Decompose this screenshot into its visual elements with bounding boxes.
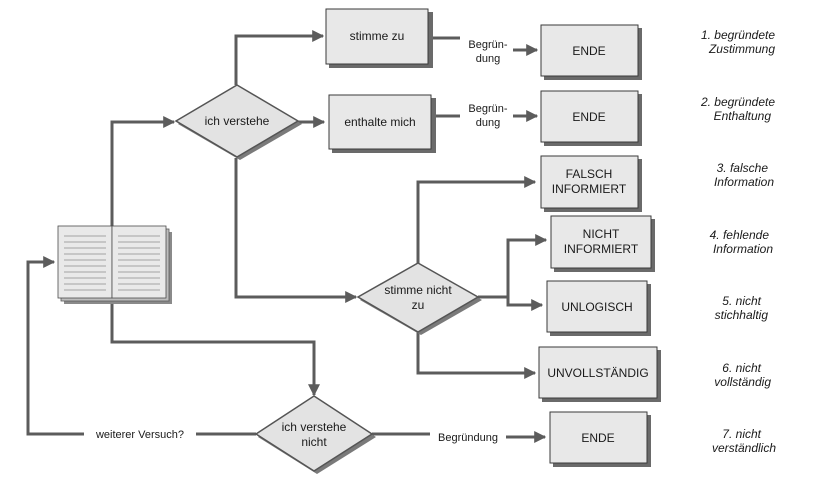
outcome-falsch-label-1: FALSCH [566,167,613,181]
outcome-ende-1: ENDE [540,24,642,80]
connector-to-falsch [416,176,537,263]
connector-to-nicht-informiert [506,234,548,305]
action-enthalte-mich: enthalte mich [328,94,436,153]
outcome-ende-2: ENDE [540,90,642,146]
caption-5-line-2: stichhaltig [715,308,769,322]
caption-6-line-2: vollständig [714,375,771,389]
outcome-ende-2-label: ENDE [572,110,605,124]
outcome-nicht-informiert-label-2: INFORMIERT [564,242,639,256]
outcome-unvollstaendig: UNVOLLSTÄNDIG [538,346,661,402]
outcome-nicht-informiert-label-1: NICHT [583,227,620,241]
caption-2-line-2: Enthaltung [714,109,772,123]
caption-7-line-1: 7. nicht [722,427,761,441]
outcome-unlogisch-label: UNLOGISCH [561,300,632,314]
caption-7-line-2: verständlich [712,441,776,455]
outcome-ende-1-label: ENDE [572,44,605,58]
action-enthalte-mich-label: enthalte mich [344,115,415,129]
outcome-ende-3: ENDE [549,411,651,467]
decision-stimme-nicht-zu: stimme nicht zu [356,262,482,335]
edge-label-begruendung-3: Begründung [438,432,498,444]
caption-6-line-1: 6. nicht [722,361,761,375]
caption-4-line-1: 4. fehlende [710,228,770,242]
connector-to-unvollstaendig [416,332,537,379]
decision-stimme-nicht-zu-label-1: stimme nicht [384,283,452,297]
outcome-falsch-informiert: FALSCH INFORMIERT [540,155,642,212]
decision-ich-verstehe: ich verstehe [174,84,302,160]
outcome-nicht-informiert: NICHT INFORMIERT [550,215,655,272]
edge-label-begruendung-2a: Begrün- [468,103,507,115]
caption-2-line-1: 2. begründete [700,95,775,109]
connector-verstehe-to-stimme-nicht [234,158,358,303]
caption-1-line-2: Zustimmung [708,42,775,56]
decision-ich-verstehe-label: ich verstehe [205,114,270,128]
edge-label-begruendung-1b: dung [476,53,500,65]
caption-3-line-1: 3. falsche [717,161,769,175]
caption-5-line-1: 5. nicht [722,294,761,308]
caption-1-line-1: 1. begründete [701,28,775,42]
connectors [26,30,548,443]
decision-ich-verstehe-nicht-label-2: nicht [301,435,327,449]
outcome-ende-3-label: ENDE [581,431,614,445]
captions: 1. begründete Zustimmung 2. begründete E… [700,28,776,455]
caption-4-line-2: Information [713,242,773,256]
action-stimme-zu-label: stimme zu [350,29,405,43]
outcome-unvollstaendig-label: UNVOLLSTÄNDIG [547,366,648,380]
decision-ich-verstehe-nicht: ich verstehe nicht [254,395,376,474]
edge-label-begruendung-2b: dung [476,117,500,129]
open-book-icon [57,225,172,304]
connector-book-to-verstehe [110,116,176,228]
action-stimme-zu: stimme zu [325,8,433,68]
connector-to-unlogisch [506,297,544,311]
outcome-falsch-label-2: INFORMIERT [552,182,627,196]
outcome-unlogisch: UNLOGISCH [546,280,651,336]
edge-label-begruendung-1a: Begrün- [468,39,507,51]
edge-label-weiterer-versuch: weiterer Versuch? [95,429,184,441]
connector-verstehe-to-stimme-zu [234,30,325,85]
caption-3-line-2: Information [714,175,774,189]
connector-book-to-nicht-verstehe [110,298,320,397]
decision-stimme-nicht-zu-label-2: zu [412,298,425,312]
decision-ich-verstehe-nicht-label-1: ich verstehe [282,420,347,434]
connector-loop-back [26,256,84,436]
